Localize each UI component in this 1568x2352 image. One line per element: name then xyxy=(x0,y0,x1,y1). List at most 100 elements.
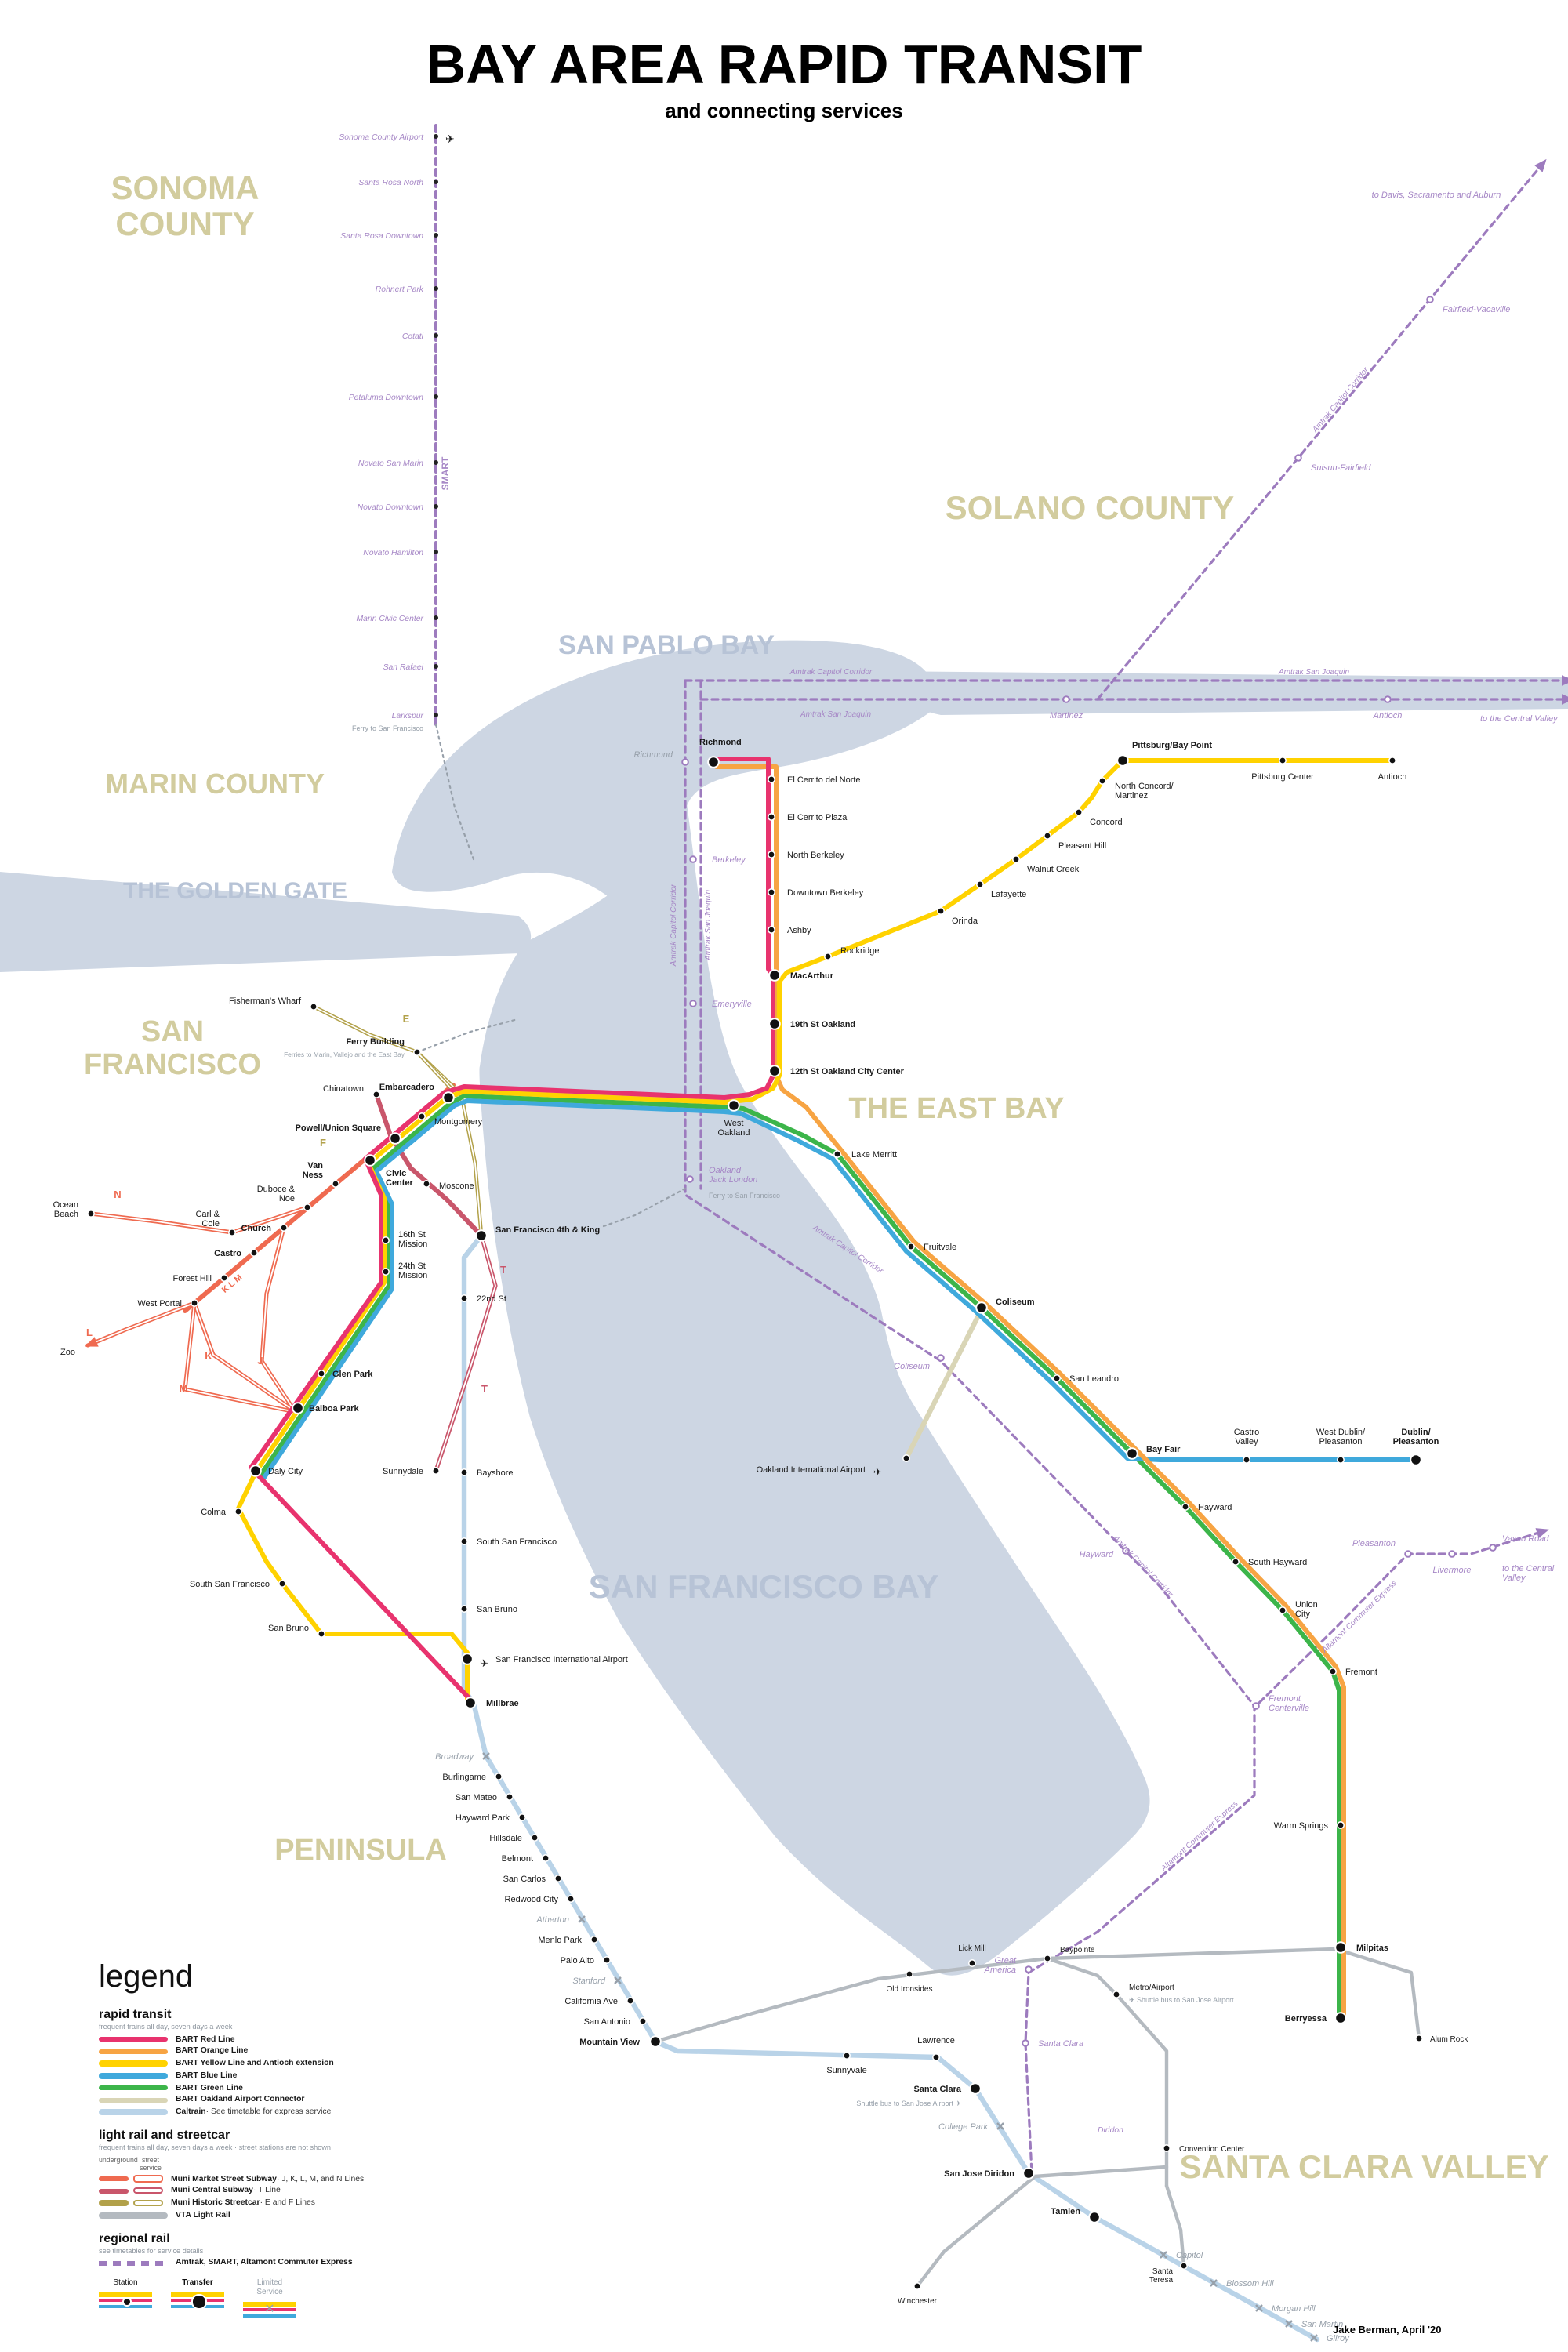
legend-row-amtrak-smart-altamont-commuter-express: Amtrak, SMART, Altamont Commuter Express xyxy=(99,2259,569,2268)
line-bart-orange xyxy=(714,764,1346,2019)
station-sunnydale-dot xyxy=(431,1467,440,1475)
station-label-fisherman-s-wharf: Fisherman's Wharf xyxy=(229,996,302,1006)
line-muni-t-street-street-core xyxy=(435,1235,496,1472)
station-label-petaluma-downtown: Petaluma Downtown xyxy=(349,394,424,402)
station-label-embarcadero: Embarcadero xyxy=(379,1083,435,1092)
legend-suffix-muni-historic-streetcar: · E and F Lines xyxy=(260,2198,315,2209)
station-label-forest-hill: Forest Hill xyxy=(172,1274,212,1283)
line-bart-blue xyxy=(261,1098,1418,1481)
legend-rapid-note: frequent trains all day, seven days a we… xyxy=(99,2023,233,2031)
station-south-hayward-dot xyxy=(1232,1558,1240,1566)
station-label-el-cerrito-plaza: El Cerrito Plaza xyxy=(787,813,848,822)
station-forest-hill-dot xyxy=(220,1274,228,1283)
station-lake-merritt-dot xyxy=(833,1150,842,1159)
station-label-san-martin: San Martin xyxy=(1301,2320,1343,2329)
station-label-rohnert-park: Rohnert Park xyxy=(376,285,424,294)
legend-key-limited: Limited Service✕ xyxy=(243,2279,296,2320)
map-label-diridon: Diridon xyxy=(1098,2126,1123,2135)
station-label-balboa-park: Balboa Park xyxy=(309,1404,359,1414)
legend: legend rapid transit frequent trains all… xyxy=(99,1960,569,2320)
station-16th-st-mission-dot xyxy=(381,1236,390,1245)
legend-swatch-street-muni-historic-streetcar xyxy=(133,2200,163,2207)
station-19th-st-oakland-transfer-dot xyxy=(768,1018,781,1030)
line-ferry-building-routes xyxy=(416,1018,519,1054)
station-burlingame-dot xyxy=(494,1773,503,1781)
station-rohnert-park-dot xyxy=(434,286,438,291)
line-bart-red xyxy=(249,757,775,1705)
map-label-item: ✈ xyxy=(873,1466,882,1478)
station-south-san-francisco-dot xyxy=(278,1580,286,1588)
station-redwood-city-dot xyxy=(566,1895,575,1904)
station-label-martinez: Martinez xyxy=(1050,711,1083,720)
legend-section-rapid-transit: rapid transit frequent trains all day, s… xyxy=(99,2007,569,2118)
station-label-coliseum: Coliseum xyxy=(894,1362,930,1371)
station-label-montgomery: Montgomery xyxy=(434,1117,483,1127)
station-duboce-noe-dot xyxy=(303,1203,311,1212)
station-label-rockridge: Rockridge xyxy=(840,946,880,956)
legend-swatch-bart-oakland-airport-connector xyxy=(99,2097,168,2103)
station-santa-clara-transfer-dot xyxy=(969,2082,982,2095)
map-label-the-golden-gate: THE GOLDEN GATE xyxy=(123,878,347,904)
map-label-n: N xyxy=(114,1189,121,1200)
station-fisherman-s-wharf-dot xyxy=(309,1003,318,1011)
map-label-t: T xyxy=(481,1383,488,1395)
line-ferry-larkspur xyxy=(434,723,475,861)
map-credit: Jake Berman, April '20 xyxy=(1333,2325,1442,2336)
arrowhead-muni-l-line xyxy=(85,1337,99,1347)
station-dot-dot xyxy=(902,1454,911,1463)
station-label-winchester: Winchester xyxy=(898,2297,938,2306)
station-label-palo-alto: Palo Alto xyxy=(561,1956,594,1965)
station-el-cerrito-del-norte-dot xyxy=(767,775,775,783)
legend-key-bar xyxy=(243,2314,296,2318)
water-golden-gate xyxy=(0,872,532,972)
legend-section-regional-rail: regional rail see timetables for service… xyxy=(99,2231,569,2268)
station-label-richmond: Richmond xyxy=(633,750,673,760)
station-label-broadway: Broadway xyxy=(435,1752,474,1762)
station-richmond-open-dot xyxy=(681,758,689,766)
legend-key-station: Station xyxy=(99,2279,152,2310)
station-label-south-san-francisco: South San Francisco xyxy=(477,1537,557,1547)
map-label-solano-county: SOLANO COUNTY xyxy=(946,489,1235,526)
map-label-altamont-commuter-express: Altamont Commuter Express xyxy=(1320,1579,1399,1655)
legend-swatch-street-muni-market-street-subway xyxy=(133,2175,163,2183)
station-san-rafael-dot xyxy=(434,664,438,669)
station-label-san-rafael: San Rafael xyxy=(383,663,424,672)
legend-key-station-sample xyxy=(99,2292,152,2310)
legend-swatch-caltrain xyxy=(99,2109,168,2116)
station-label-baypointe: Baypointe xyxy=(1060,1946,1095,1955)
legend-regional-rows: Amtrak, SMART, Altamont Commuter Express xyxy=(99,2259,569,2268)
station-label-antioch: Antioch xyxy=(1373,711,1403,720)
station-balboa-park-transfer-dot xyxy=(292,1402,304,1414)
map-label-amtrak-san-joaquin: Amtrak San Joaquin xyxy=(704,890,713,961)
line-vta-winchester xyxy=(915,2165,1169,2288)
station-label-san-bruno: San Bruno xyxy=(477,1605,517,1614)
station-label-blossom-hill: Blossom Hill xyxy=(1226,2279,1274,2288)
station-santa-rosa-downtown-dot xyxy=(434,233,438,238)
legend-lightrail-title: light rail and streetcar xyxy=(99,2128,230,2143)
station-daly-city-transfer-dot xyxy=(249,1465,262,1477)
station-great-america-open-dot xyxy=(1025,1965,1033,1973)
station-berryessa-transfer-dot xyxy=(1334,2012,1347,2024)
line-vta-alum-rock xyxy=(1045,1947,1421,2041)
legend-rapid-title: rapid transit xyxy=(99,2007,172,2021)
legend-label-amtrak-smart-altamont-commuter-express: Amtrak, SMART, Altamont Commuter Express xyxy=(176,2258,353,2268)
map-label-san-francisco-bay: SAN FRANCISCO BAY xyxy=(589,1568,939,1605)
legend-col-underground: underground xyxy=(99,2155,138,2164)
legend-key-bar xyxy=(243,2308,296,2312)
station-label-south-san-francisco: South San Francisco xyxy=(190,1580,270,1589)
station-ashby-dot xyxy=(767,926,775,935)
station-old-ironsides-dot xyxy=(906,1970,914,1979)
station-label-san-leandro: San Leandro xyxy=(1069,1374,1119,1384)
water-carquinez-strait xyxy=(878,671,1568,715)
map-label-oakland-international-airport: Oakland International Airport xyxy=(757,1465,866,1475)
station-capitol-limited-x xyxy=(1160,2251,1167,2259)
station-moscone-dot xyxy=(422,1180,430,1189)
arrowhead-amtrak-san-joaquin-top xyxy=(1562,694,1568,705)
station-label-north-concord-martinez: North Concord/Martinez xyxy=(1115,782,1174,800)
station-label-daly-city: Daly City xyxy=(268,1467,303,1476)
